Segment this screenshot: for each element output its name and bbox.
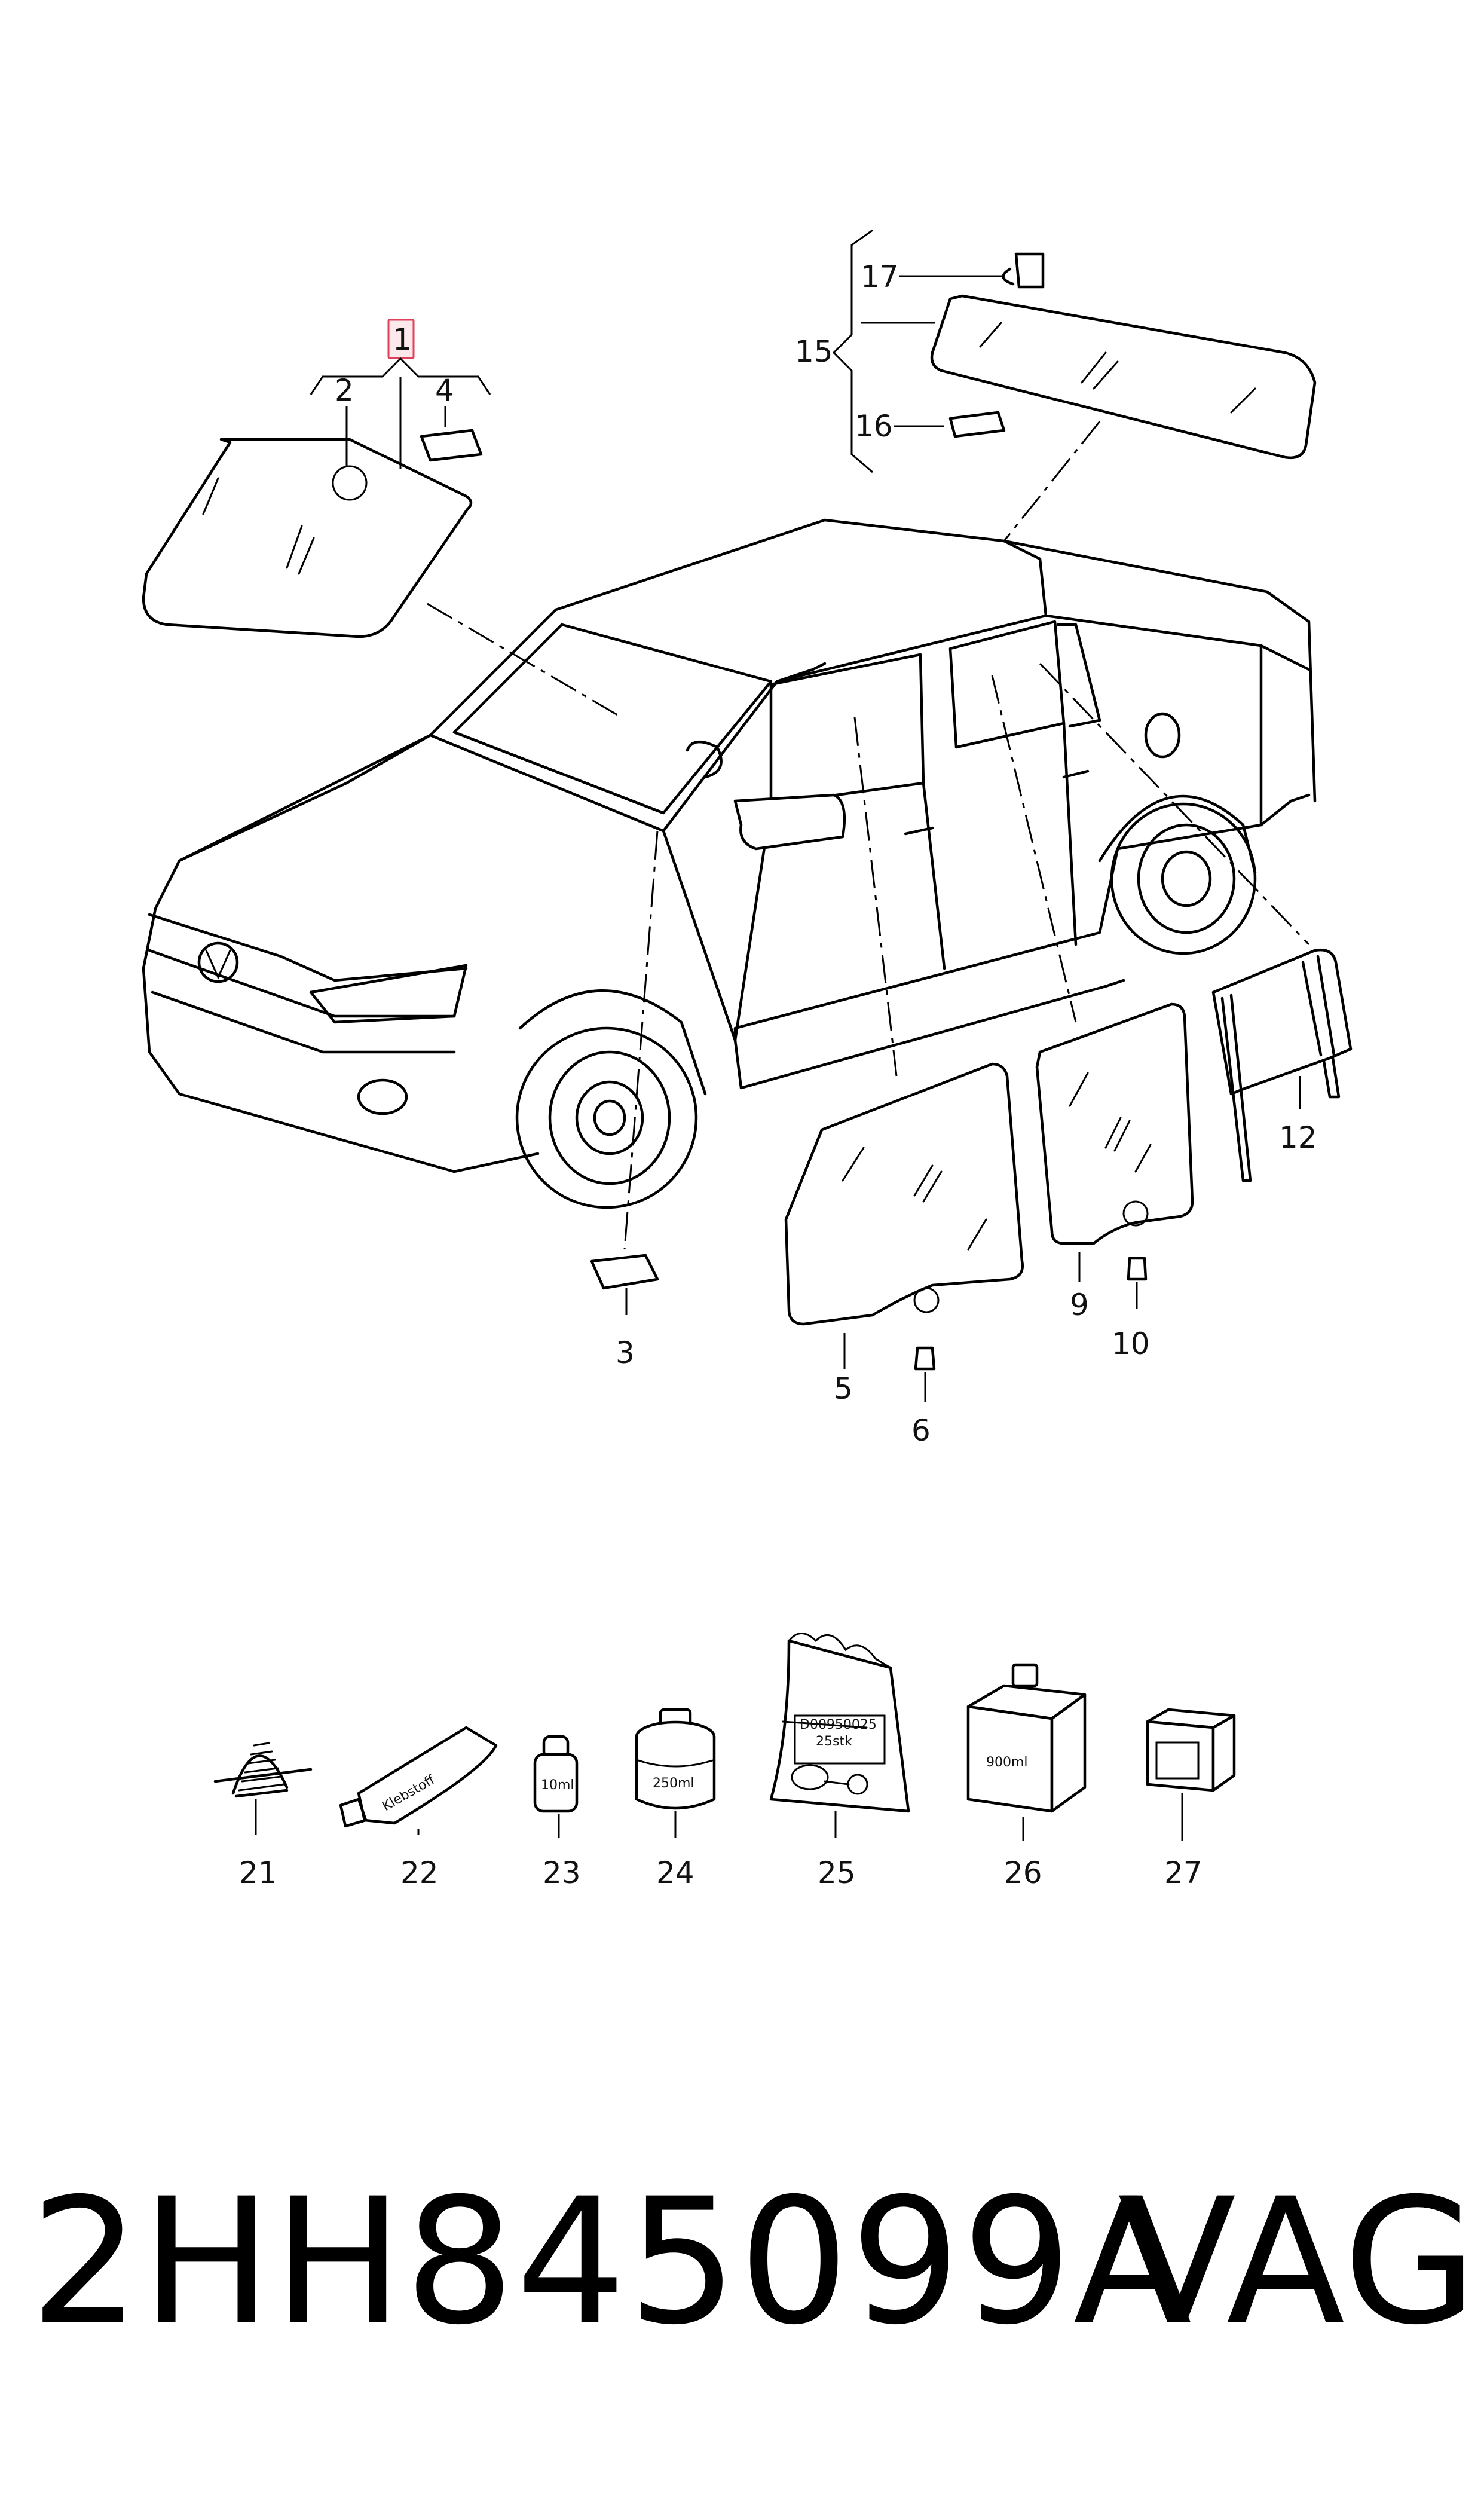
callout-16[interactable]: 16 bbox=[855, 409, 893, 444]
bag-label-line1: D00950025 bbox=[800, 1717, 877, 1732]
brand-name: VAG bbox=[1118, 2162, 1479, 2363]
bottle-small-label: 10ml bbox=[541, 1778, 574, 1793]
front-door-glass bbox=[784, 1062, 1024, 1326]
rear-door-glass bbox=[1035, 1002, 1194, 1245]
part-number: 2HH845099A bbox=[30, 2162, 1194, 2363]
callout-24[interactable]: 24 bbox=[656, 1855, 694, 1890]
callout-9[interactable]: 9 bbox=[1070, 1288, 1089, 1322]
adhesive-block-3 bbox=[590, 1254, 659, 1290]
callout-23[interactable]: 23 bbox=[543, 1855, 581, 1890]
callout-2[interactable]: 2 bbox=[335, 373, 354, 408]
adhesive-block-16 bbox=[948, 411, 1006, 438]
callout-12[interactable]: 12 bbox=[1279, 1120, 1317, 1155]
tin-label: 250ml bbox=[653, 1776, 694, 1791]
guide-10 bbox=[1127, 1257, 1148, 1281]
rear-window bbox=[930, 294, 1317, 460]
callout-22[interactable]: 22 bbox=[400, 1855, 439, 1890]
callout-27[interactable]: 27 bbox=[1164, 1855, 1203, 1890]
pickup-truck-outline bbox=[142, 518, 1317, 1209]
callout-26[interactable]: 26 bbox=[1004, 1855, 1042, 1890]
can-label: 900ml bbox=[986, 1755, 1028, 1770]
applicator-nozzle-21 bbox=[213, 1742, 313, 1798]
callout-10[interactable]: 10 bbox=[1112, 1326, 1150, 1361]
primer-tin-24: 250ml bbox=[635, 1708, 716, 1810]
callout-1[interactable]: 1 bbox=[393, 322, 412, 357]
callout-15[interactable]: 15 bbox=[795, 334, 833, 369]
callout-3[interactable]: 3 bbox=[616, 1335, 635, 1370]
callout-6[interactable]: 6 bbox=[911, 1413, 931, 1448]
callout-4[interactable]: 4 bbox=[435, 373, 454, 408]
adhesive-block-4 bbox=[420, 429, 483, 462]
guide-6 bbox=[914, 1346, 936, 1371]
cleaner-can-26: 900ml bbox=[966, 1663, 1087, 1813]
bag-label-line2: 25stk bbox=[816, 1734, 852, 1749]
quarter-glass-frame bbox=[1211, 948, 1353, 1182]
primer-bottle-23: 10ml bbox=[533, 1735, 579, 1813]
callout-21[interactable]: 21 bbox=[239, 1855, 277, 1890]
windshield-group bbox=[142, 438, 473, 638]
adhesive-tube-22: Klebstoff bbox=[339, 1726, 498, 1828]
cleaning-cloth-box-27 bbox=[1146, 1708, 1236, 1792]
clip-17 bbox=[1002, 252, 1045, 289]
spacer-bag-25: D00950025 25stk bbox=[769, 1633, 910, 1813]
callout-25[interactable]: 25 bbox=[818, 1855, 856, 1890]
callout-5[interactable]: 5 bbox=[834, 1371, 853, 1406]
callout-17[interactable]: 17 bbox=[861, 259, 899, 294]
